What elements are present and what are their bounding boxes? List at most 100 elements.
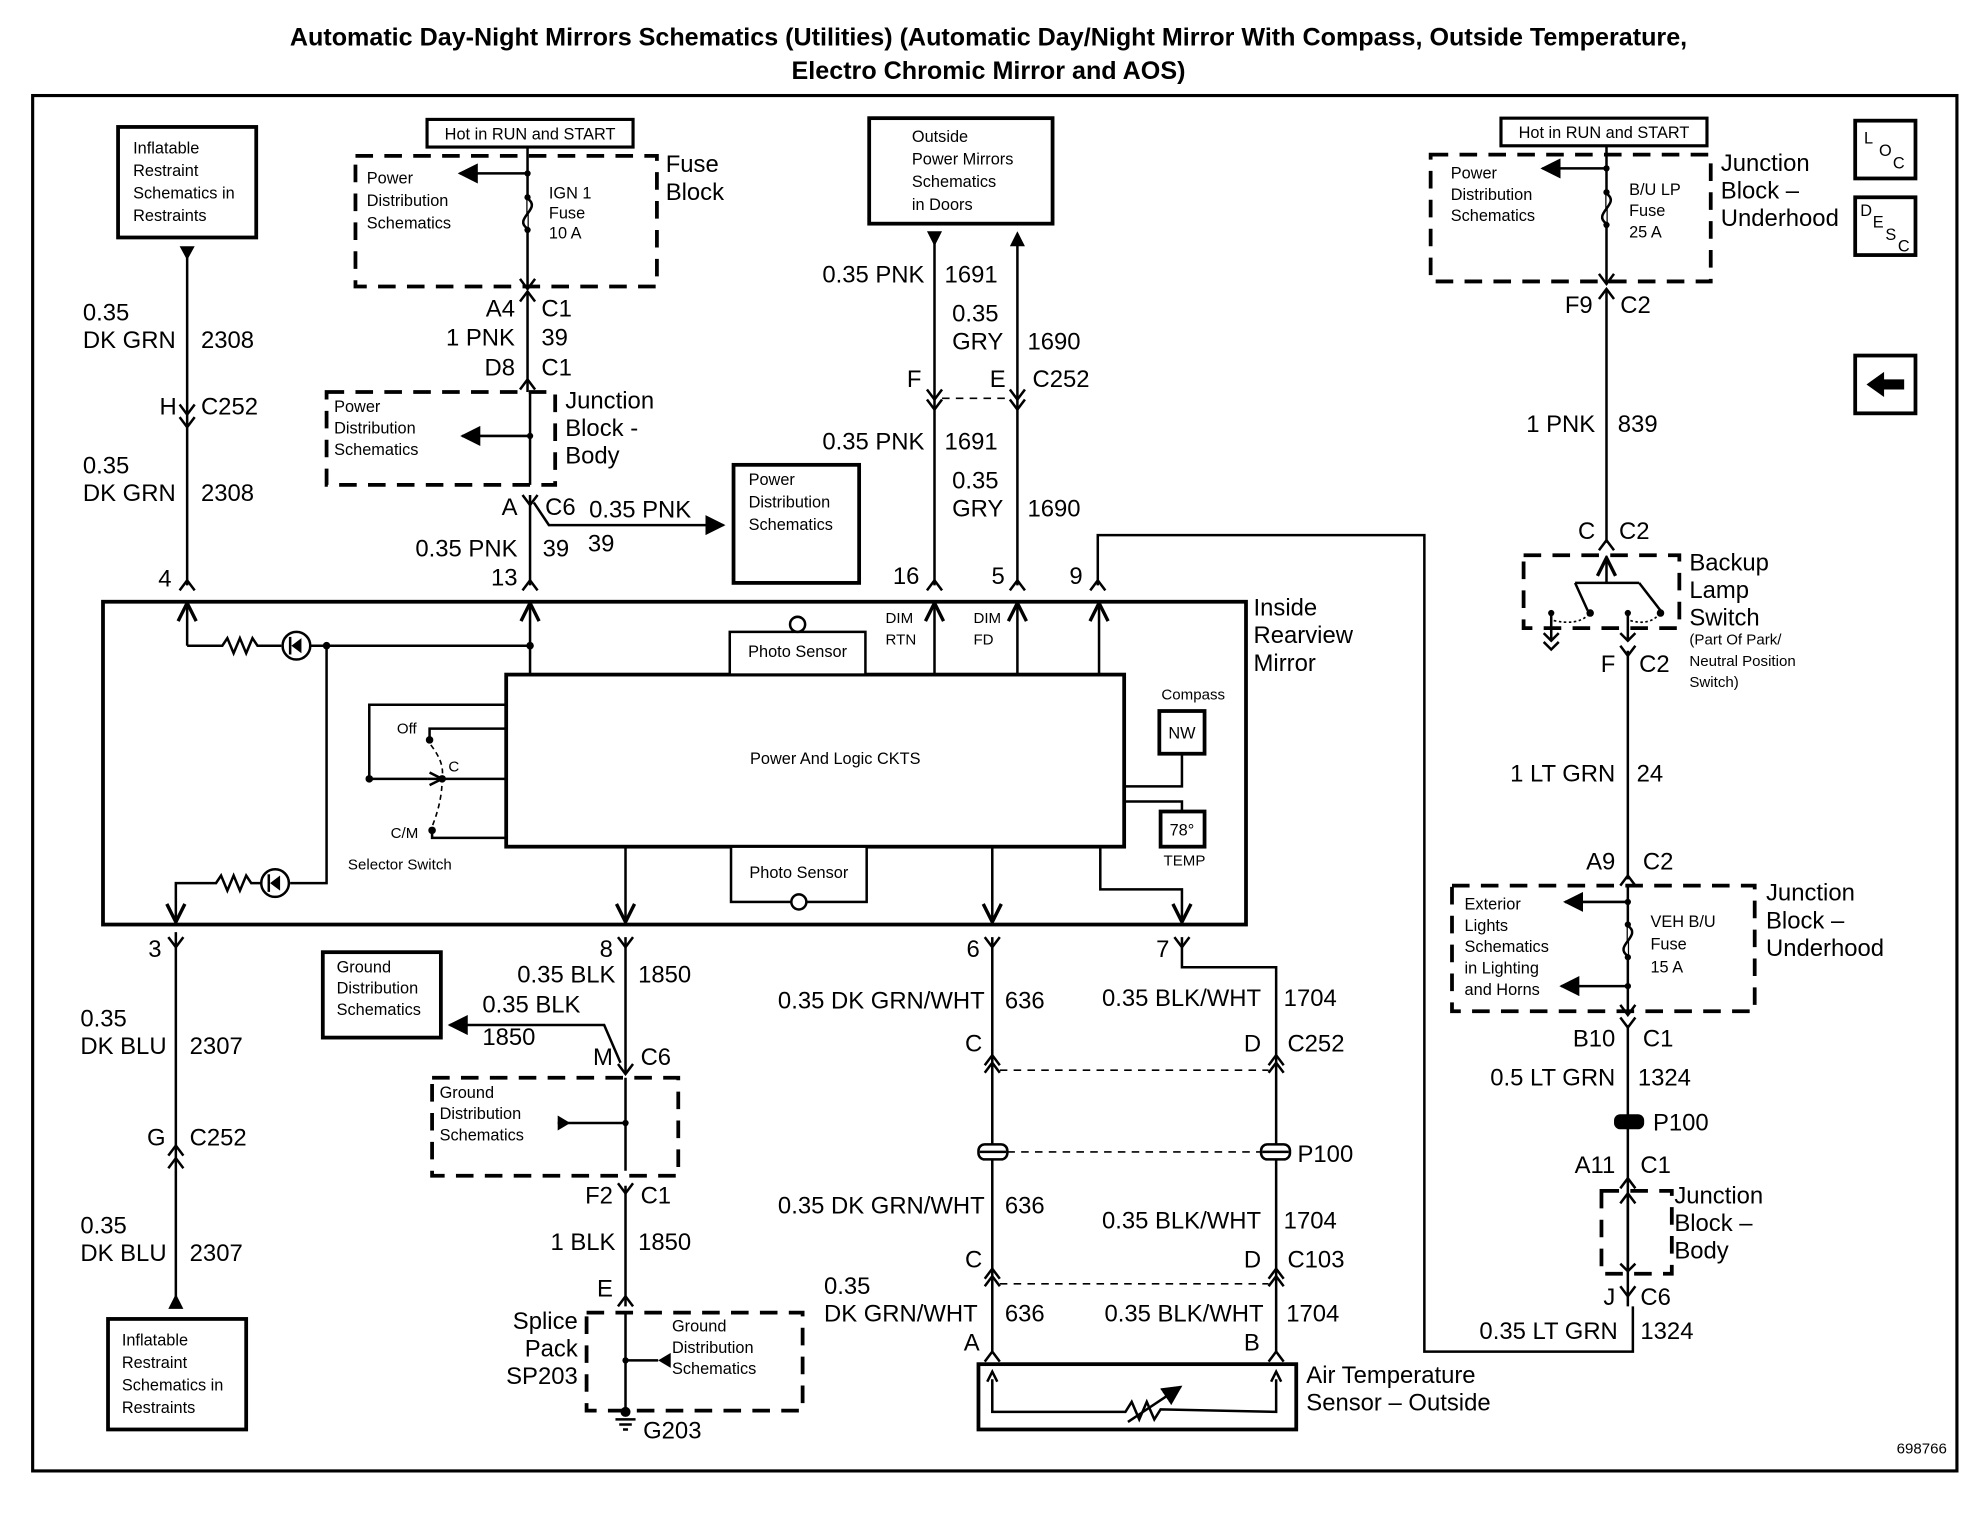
svg-text:Off: Off [397, 721, 418, 738]
mirror-label: Mirror [1254, 650, 1316, 677]
compass-label: Compass [1161, 687, 1225, 704]
junction-block-label: Underhood [1721, 205, 1839, 232]
svg-text:DIM: DIM [886, 610, 914, 627]
svg-text:L: L [1864, 129, 1873, 147]
connector-pin: F [1601, 651, 1616, 678]
wire-color: DK BLU [80, 1033, 166, 1060]
connector-pin: E [990, 366, 1006, 393]
connector-pin: G [147, 1125, 166, 1152]
restraints-ref-bottom[interactable]: Inflatable Restraint Schematics in Restr… [106, 1317, 249, 1432]
page-title-line2: Electro Chromic Mirror and AOS) [792, 57, 1186, 85]
svg-text:Power: Power [367, 169, 414, 187]
connector-id: C1 [641, 1182, 672, 1209]
fuse-icon [521, 197, 534, 230]
description-view-button[interactable]: D E S C [1853, 195, 1918, 257]
sensor-pin: A [964, 1329, 980, 1356]
led-icon [281, 630, 312, 661]
backup-lamp-switch-outline[interactable] [1521, 553, 1682, 630]
junction-block-label: Junction [1766, 880, 1855, 907]
connector-id: C1 [1643, 1025, 1674, 1052]
junction-block-label: Block – [1766, 907, 1845, 934]
wire-color: DK BLU [80, 1240, 166, 1267]
svg-text:Ground: Ground [337, 958, 391, 976]
connector-id: C1 [1640, 1152, 1671, 1179]
back-arrow-button[interactable] [1853, 353, 1918, 416]
connector-pin: D [1244, 1030, 1261, 1057]
wire-circuit: 2308 [201, 480, 254, 507]
wire-circuit: 1324 [1638, 1064, 1691, 1091]
connector-id: C252 [201, 394, 258, 421]
pass-through-id: P100 [1298, 1141, 1354, 1168]
svg-text:Schematics: Schematics [749, 516, 833, 534]
restraints-ref-top[interactable]: Inflatable Restraint Schematics in Restr… [116, 125, 259, 240]
svg-text:Power: Power [749, 471, 796, 489]
svg-text:VEH B/U: VEH B/U [1650, 913, 1715, 931]
wire-circuit: 636 [1005, 1192, 1045, 1219]
exterior-lights-ref[interactable]: Exterior Lights Schematics in Lighting a… [1465, 895, 1549, 998]
ground-dist-ref-1[interactable]: Ground Distribution Schematics [320, 950, 443, 1040]
back-arrow-icon [1866, 371, 1905, 398]
power-dist-ref-fuse[interactable]: Power Distribution Schematics [367, 169, 451, 232]
wire-label: 0.35 LT GRN [1479, 1318, 1617, 1345]
pass-through-id: P100 [1653, 1110, 1709, 1137]
diagram-frame [31, 93, 1959, 1473]
wire-circuit: 1704 [1286, 1300, 1339, 1327]
wire-label: 0.35 BLK/WHT [1104, 1300, 1264, 1327]
wire-circuit: 2307 [190, 1033, 243, 1060]
svg-text:O: O [1879, 142, 1892, 160]
wire-circuit: 1704 [1284, 985, 1337, 1012]
pass-through-icon [977, 1143, 1009, 1161]
power-dist-ref-branch[interactable]: Power Distribution Schematics [731, 462, 862, 585]
svg-text:25 A: 25 A [1629, 223, 1662, 241]
connector-pin: H [160, 394, 177, 421]
connector-pin: C [1578, 518, 1595, 545]
svg-text:NW: NW [1168, 725, 1196, 743]
pass-through-icon [1259, 1143, 1292, 1161]
svg-text:Schematics: Schematics [440, 1127, 524, 1145]
svg-text:C/M: C/M [391, 825, 419, 842]
power-dist-ref-underhood[interactable]: Power Distribution Schematics [1451, 164, 1535, 225]
location-view-button[interactable]: L O C [1853, 118, 1918, 181]
junction-body2-outline [1599, 1188, 1674, 1276]
connector-pin: M [593, 1044, 613, 1071]
svg-text:Distribution: Distribution [672, 1339, 754, 1357]
wire-size: 0.35 [83, 299, 129, 326]
power-logic-label: Power And Logic CKTS [750, 750, 921, 768]
connector-id: C252 [1287, 1030, 1344, 1057]
wire-label: 1 BLK [550, 1229, 615, 1256]
fuse-block-outline [353, 153, 659, 289]
svg-text:C: C [448, 758, 459, 775]
svg-text:Photo Sensor: Photo Sensor [749, 864, 848, 882]
thermistor-icon [1127, 1385, 1183, 1423]
wire-circuit: 24 [1637, 760, 1664, 787]
power-dist-ref-junction[interactable]: Power Distribution Schematics [334, 398, 418, 459]
wire-circuit: 39 [541, 325, 568, 352]
connector-pin: C [965, 1246, 982, 1273]
svg-text:Schematics: Schematics [337, 1001, 421, 1019]
wire-circuit: 1690 [1027, 328, 1080, 355]
ground-dist-ref-2[interactable]: Ground Distribution Schematics [440, 1084, 524, 1145]
svg-text:Fuse: Fuse [549, 205, 585, 223]
mirror-pin: 7 [1156, 936, 1169, 963]
ground-dist-ref-3[interactable]: Ground Distribution Schematics [672, 1318, 756, 1379]
wire-size: 0.35 [83, 453, 129, 480]
mirror-pin: 4 [158, 566, 171, 593]
wire-label: 0.5 LT GRN [1490, 1064, 1615, 1091]
svg-text:Lights: Lights [1465, 917, 1509, 935]
temp-label: TEMP [1164, 853, 1206, 870]
wire-circuit: 1691 [945, 262, 998, 289]
svg-text:Schematics in: Schematics in [133, 185, 235, 203]
svg-text:Inflatable: Inflatable [122, 1331, 188, 1349]
selector-switch[interactable]: Off C C/M Selector Switch [348, 703, 507, 874]
svg-text:Schematics: Schematics [1451, 207, 1535, 225]
svg-text:C: C [1893, 154, 1905, 172]
svg-text:DIM: DIM [973, 610, 1001, 627]
mirror-pin: 6 [966, 936, 979, 963]
splice-pack-label: Pack [525, 1336, 578, 1363]
connector-pin: D [1244, 1246, 1261, 1273]
wire-circuit: 636 [1005, 988, 1045, 1015]
outside-power-mirrors-ref[interactable]: Outside Power Mirrors Schematics in Door… [867, 116, 1055, 226]
svg-text:Schematics in: Schematics in [122, 1377, 224, 1395]
wire-label: 0.35 BLK [482, 991, 580, 1018]
svg-text:Switch): Switch) [1689, 674, 1738, 691]
